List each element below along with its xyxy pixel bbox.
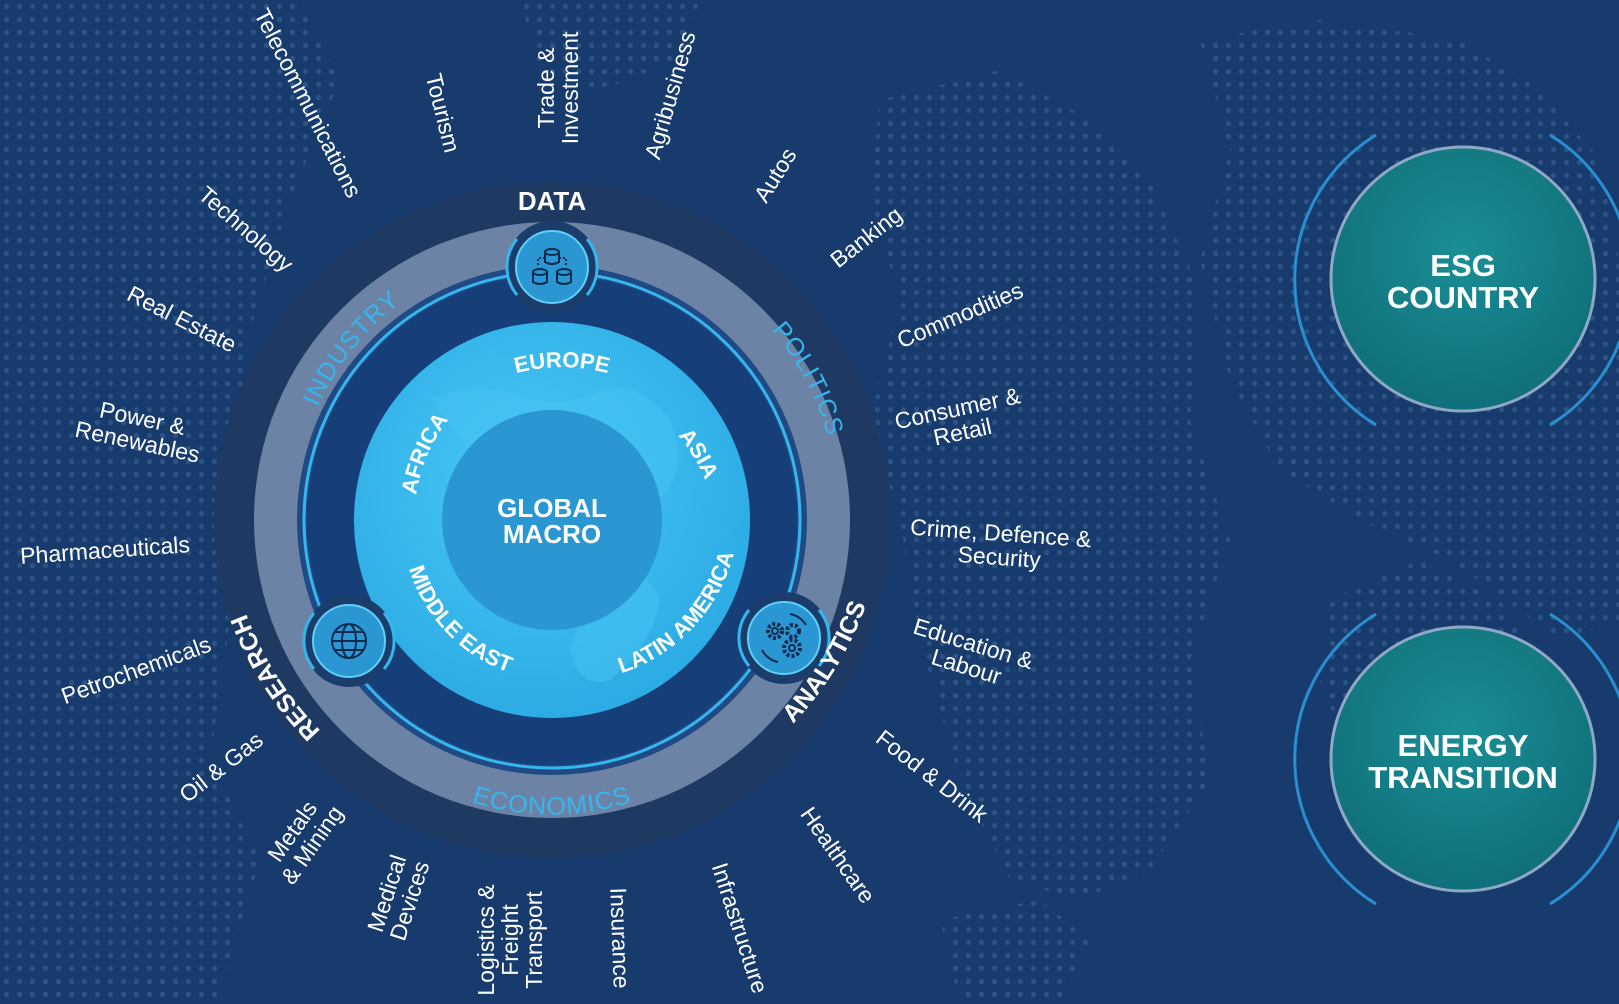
globe-icon [331, 623, 367, 659]
energy-line1: ENERGY [1398, 728, 1529, 763]
sector-label-healthcare: Healthcare [795, 802, 880, 908]
database-icon [532, 248, 572, 285]
sector-label-line: Trade & [533, 48, 559, 129]
energy-transition-circle: ENERGY TRANSITION [1293, 612, 1619, 906]
sector-label-insurance: Insurance [605, 887, 635, 989]
sector-label-line: Insurance [605, 887, 635, 989]
sector-label-line: Transport [521, 891, 547, 989]
sector-label-metals-mining: Metals& Mining [256, 787, 348, 889]
sector-label-medical-devices: MedicalDevices [362, 850, 435, 943]
research-badge [302, 595, 396, 687]
sector-label-line: Autos [748, 143, 801, 207]
globe-center [442, 410, 662, 630]
sector-label-line: Logistics & [473, 884, 499, 995]
esg-line1: ESG [1430, 248, 1495, 283]
center-title-line1: GLOBAL [497, 493, 607, 523]
sector-label-line: Infrastructure [707, 860, 774, 997]
gears-icon [761, 613, 807, 663]
center-title-line2: MACRO [503, 519, 601, 549]
energy-line2: TRANSITION [1368, 760, 1557, 795]
esg-country-circle: ESG COUNTRY [1293, 133, 1619, 427]
sector-label-line: Healthcare [795, 802, 880, 908]
sector-label-infrastructure: Infrastructure [707, 860, 774, 997]
sector-label-line: Freight [497, 904, 523, 976]
sector-label-line: Investment [557, 31, 583, 144]
rings-diagram [214, 182, 890, 858]
sector-label-logistics-freight-transport: Logistics &FreightTransport [473, 884, 547, 995]
sector-label-tourism: Tourism [421, 71, 466, 155]
sector-label-line: Security [957, 541, 1042, 573]
analytics-badge [737, 592, 831, 684]
esg-line2: COUNTRY [1387, 280, 1539, 315]
ring-label-data: DATA [518, 186, 587, 216]
data-badge [505, 221, 599, 313]
sector-label-line: Tourism [421, 71, 466, 155]
sector-label-autos: Autos [748, 143, 801, 207]
sector-label-trade-investment: Trade &Investment [533, 31, 583, 144]
